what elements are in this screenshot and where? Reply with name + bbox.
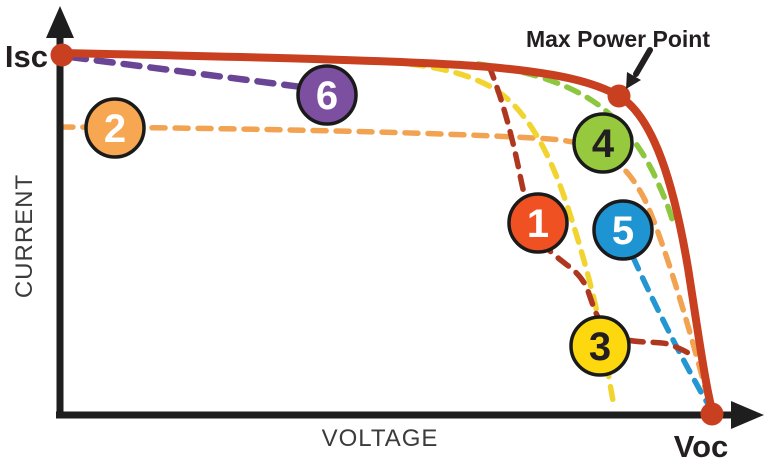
marker-4-number: 4 <box>592 122 615 166</box>
isc-dot <box>50 43 74 67</box>
max-power-point-dot <box>607 84 631 108</box>
marker-3-number: 3 <box>589 325 611 369</box>
marker-1: 1 <box>507 192 569 254</box>
curve-6-line <box>66 53 344 96</box>
y-axis-title: CURRENT <box>11 174 38 298</box>
marker-5: 5 <box>592 199 654 261</box>
marker-6: 6 <box>296 64 358 126</box>
mpp-arrow-head-icon <box>626 72 641 89</box>
max-power-point-label: Max Power Point <box>526 26 710 52</box>
marker-4-circle <box>572 112 634 174</box>
isc-label: Isc <box>5 39 48 74</box>
marker-2: 2 <box>84 97 146 159</box>
marker-3: 3 <box>569 315 631 377</box>
curve-1-line <box>486 63 695 359</box>
marker-5-circle <box>592 199 654 261</box>
x-axis-arrowhead-icon <box>731 401 764 429</box>
marker-3-circle <box>569 315 631 377</box>
marker-4: 4 <box>572 112 634 174</box>
x-axis-title: VOLTAGE <box>322 425 439 452</box>
marker-6-number: 6 <box>316 74 338 118</box>
main-iv-curve <box>58 49 716 414</box>
voc-dot <box>700 402 724 426</box>
marker-1-circle <box>507 192 569 254</box>
mpp-arrow-line <box>633 47 653 77</box>
marker-6-circle <box>296 64 358 126</box>
marker-2-circle <box>84 97 146 159</box>
marker-2-number: 2 <box>104 107 126 151</box>
marker-5-number: 5 <box>612 209 634 253</box>
y-axis-arrowhead-icon <box>46 6 74 38</box>
voc-label: Voc <box>674 429 729 464</box>
marker-1-number: 1 <box>527 202 549 246</box>
